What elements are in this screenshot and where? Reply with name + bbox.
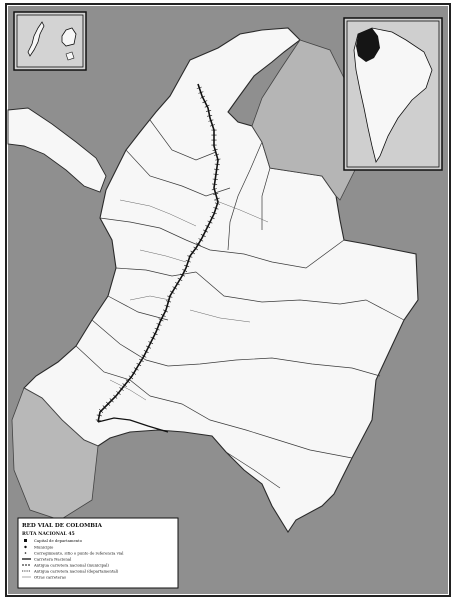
colombia-landmass — [23, 27, 419, 534]
legend-item-otras: Otras carreteras — [34, 575, 66, 580]
legend-box: RED VIAL DE COLOMBIA RUTA NACIONAL 45 Ca… — [17, 517, 179, 589]
colombia-highlight — [356, 28, 380, 62]
filled-square-icon — [24, 539, 27, 542]
department-boundaries — [75, 119, 405, 489]
south-america-locator-inset — [343, 17, 443, 171]
dot-icon — [24, 545, 27, 549]
southern-branch-road — [97, 417, 169, 433]
legend-title: RED VIAL DE COLOMBIA — [22, 523, 103, 529]
neighbor-land-south — [11, 387, 99, 521]
ruta-nacional-45-line — [97, 83, 219, 423]
san-andres-providencia-inset — [13, 11, 87, 71]
small-dot-icon — [24, 552, 27, 554]
map-frame — [5, 3, 451, 597]
legend-subtitle: RUTA NACIONAL 45 — [22, 531, 75, 537]
legend-item-corregimiento: Corregimiento, sitio o punto de referenc… — [34, 551, 124, 556]
panama-land — [7, 107, 107, 193]
legend-item-capital: Capital de departamento — [34, 538, 83, 543]
legend-item-carretera: Carretera Nacional — [34, 557, 72, 562]
legend-item-antigua-municipal: Antigua carretera nacional (municipal) — [33, 563, 110, 568]
other-roads — [109, 199, 269, 401]
legend-item-municipio: Municipio — [34, 545, 54, 550]
legend-item-antigua-departamental: Antigua carretera nacional (departamenta… — [33, 569, 119, 574]
ruta-nacional-45-ticks — [95, 86, 221, 422]
